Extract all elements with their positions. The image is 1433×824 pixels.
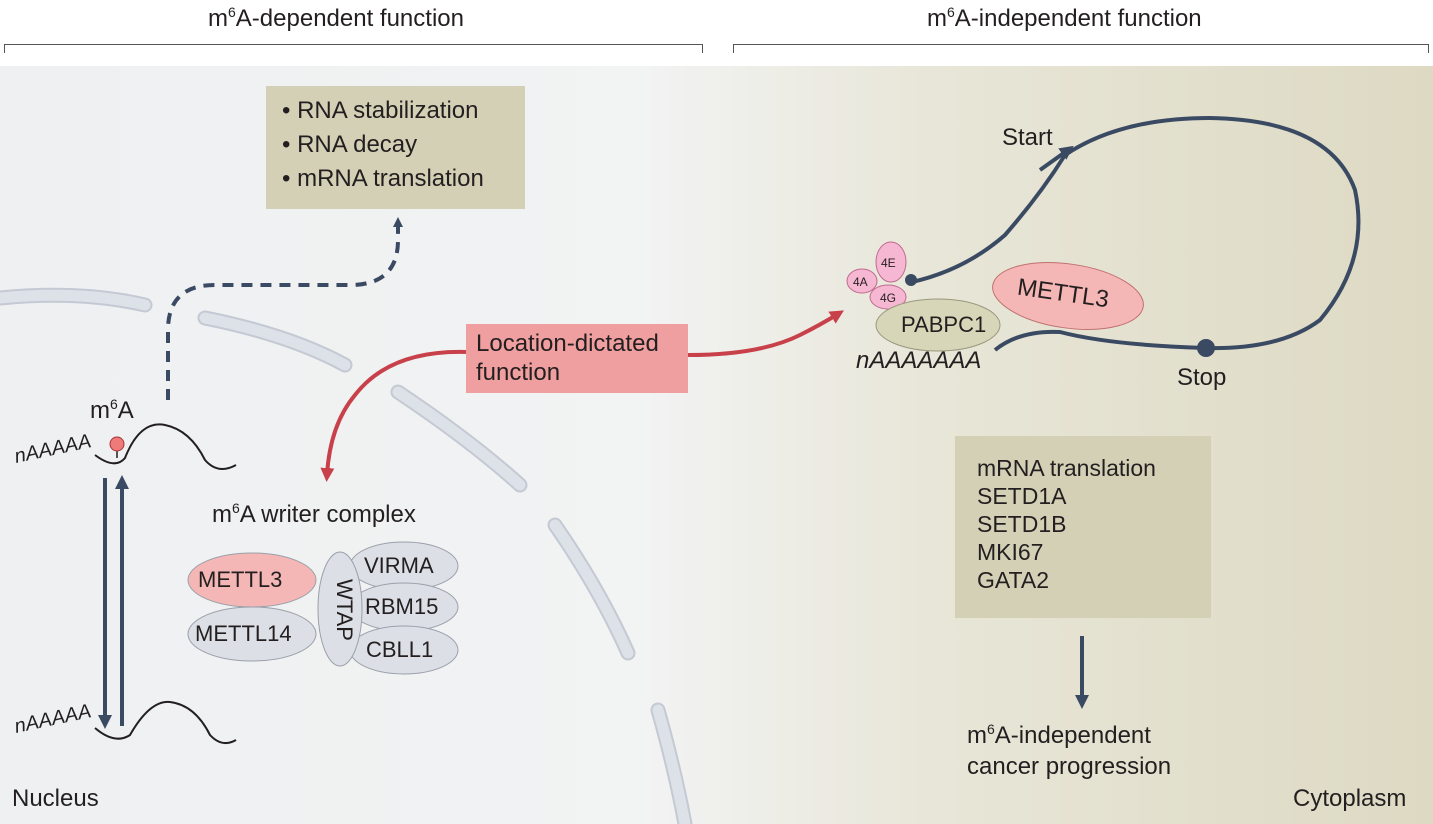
writer-complex-title: m6A writer complex [212, 500, 416, 528]
location-dictated-box: Location-dictated function [466, 324, 688, 393]
subunit-cbll1: CBLL1 [366, 637, 434, 662]
subunit-virma: VIRMA [364, 553, 434, 578]
subunit-wtap: WTAP [331, 579, 357, 641]
independent-outcome: m6A-independent cancer progression [967, 721, 1172, 780]
mrna-loop [911, 115, 1361, 352]
subunit-rbm15: RBM15 [365, 594, 439, 619]
m6a-mark [109, 436, 125, 452]
m6a-label: m6A [90, 396, 134, 424]
dashed-arrow-to-outcomes [166, 217, 403, 400]
independent-targets-box: mRNA translation SETD1A SETD1B MKI67 GAT… [955, 436, 1211, 618]
target-item: GATA2 [977, 567, 1049, 593]
rna-wave-top [94, 423, 237, 470]
nucleus-label: Nucleus [12, 785, 99, 812]
dependent-outcomes-box: • RNA stabilization • RNA decay • mRNA t… [266, 86, 525, 209]
factor-4a: 4A [853, 275, 868, 289]
outcome-item: • RNA stabilization [282, 97, 479, 124]
target-item: SETD1A [977, 483, 1067, 509]
pabpc1-label: PABPC1 [901, 312, 987, 337]
target-item: SETD1B [977, 511, 1067, 537]
outcome-item: • RNA decay [282, 131, 418, 158]
header-bracket-right [733, 44, 1429, 53]
polya-tail-long: nAAAAAAA [856, 347, 982, 374]
red-arrow-to-cytoplasm [687, 310, 844, 357]
stop-codon-dot [1197, 339, 1215, 357]
cytoplasm-label: Cytoplasm [1293, 785, 1407, 812]
factor-4e: 4E [881, 256, 896, 270]
subunit-mettl3: METTL3 [198, 567, 283, 592]
header-m6a-independent: m6A-independent function [927, 4, 1202, 32]
outcome-item: • mRNA translation [282, 165, 484, 192]
red-arrow-to-writer [320, 349, 467, 482]
subunit-mettl14: METTL14 [195, 621, 292, 646]
target-item: mRNA translation [977, 455, 1156, 481]
factor-4g: 4G [880, 291, 897, 305]
target-item: MKI67 [977, 539, 1044, 565]
start-label: Start [1002, 124, 1053, 151]
header-bracket-left [4, 44, 703, 53]
stop-label: Stop [1177, 364, 1227, 391]
header-m6a-dependent: m6A-dependent function [208, 4, 464, 32]
rna-wave-bottom [94, 700, 237, 745]
